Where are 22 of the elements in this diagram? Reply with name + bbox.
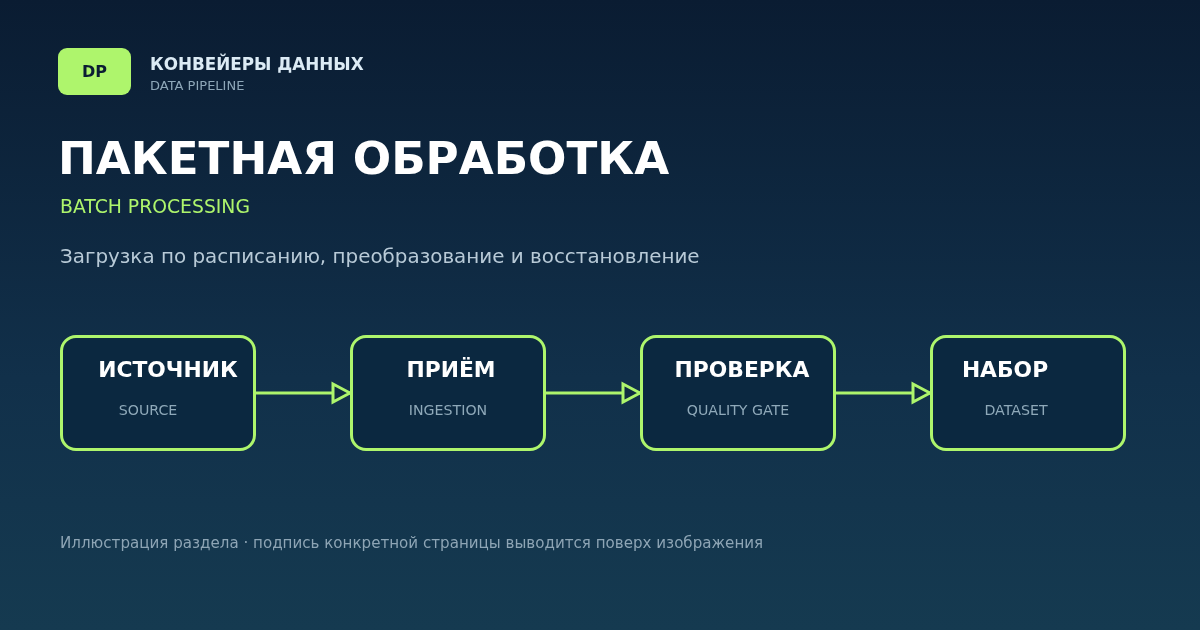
step-title: ПРОВЕРКА — [674, 357, 810, 383]
page-title: ПАКЕТНАЯ ОБРАБОТКА — [58, 131, 670, 187]
process-box — [60, 335, 256, 451]
monogram-badge: DP — [58, 48, 131, 95]
step-title: НАБОР — [961, 357, 1049, 383]
process-box — [350, 335, 546, 451]
caption: Иллюстрация раздела · подпись конкретной страницы выводится поверх изображения — [60, 533, 764, 553]
process-box — [930, 335, 1126, 451]
step-subtitle: INGESTION — [408, 401, 488, 419]
arrow — [256, 382, 352, 404]
arrow — [836, 382, 932, 404]
step-subtitle: QUALITY GATE — [686, 401, 790, 419]
description: Загрузка по расписанию, преобразование и восстановление — [60, 245, 700, 269]
step-subtitle: SOURCE — [118, 401, 178, 419]
section-subname: DATA PIPELINE — [150, 77, 245, 95]
subtitle: BATCH PROCESSING — [60, 195, 250, 219]
process-box — [640, 335, 836, 451]
step-title: ПРИЁМ — [406, 357, 496, 383]
section-name: КОНВЕЙЕРЫ ДАННЫХ — [150, 53, 364, 75]
step-title: ИСТОЧНИК — [98, 357, 238, 383]
step-subtitle: DATASET — [984, 401, 1048, 419]
arrow — [546, 382, 642, 404]
